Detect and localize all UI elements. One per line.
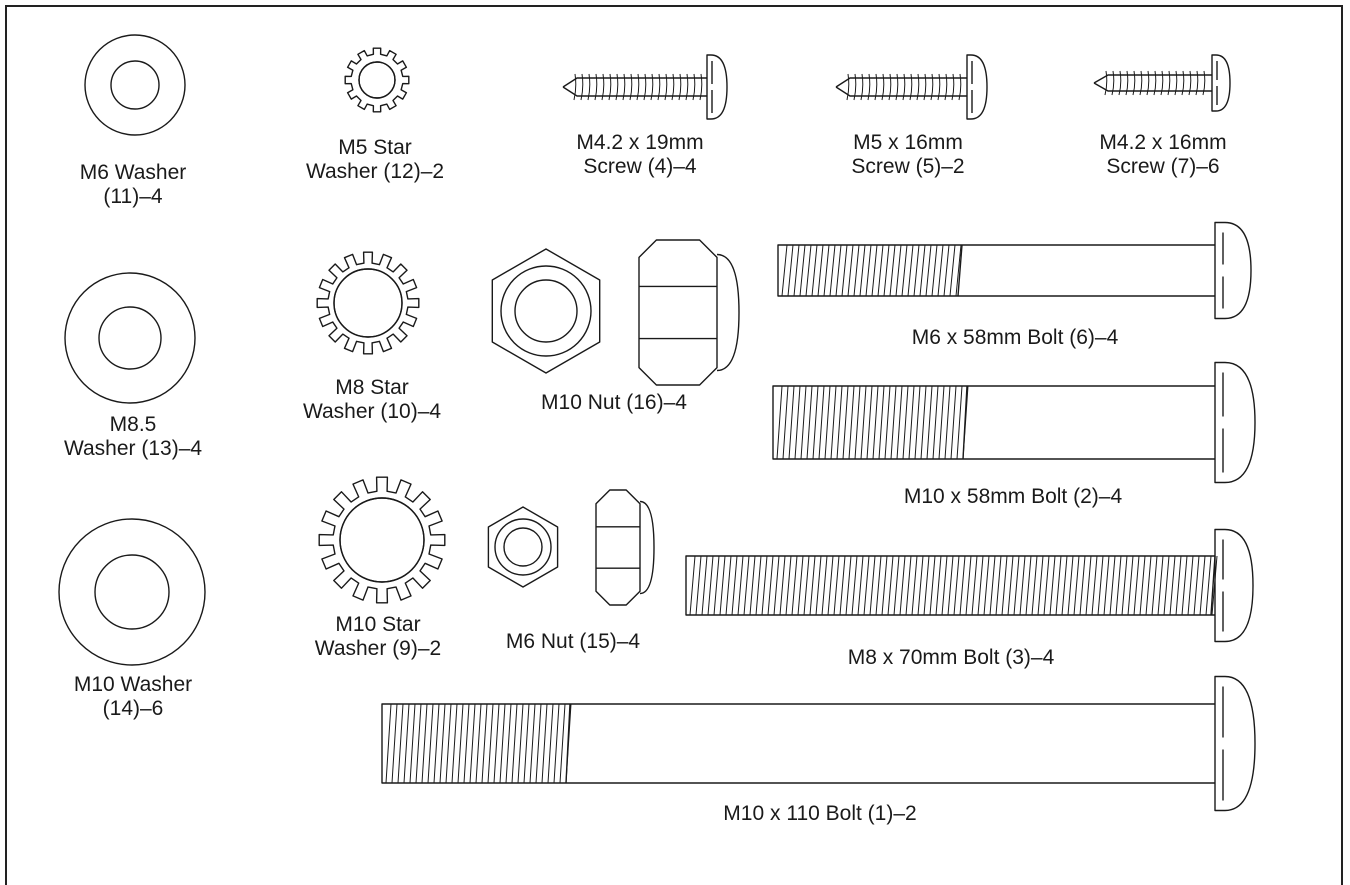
m6-nut-side-drawing — [595, 489, 655, 606]
label-m10-washer: M10 Washer(14)–6 — [73, 673, 193, 720]
m8x70-bolt-drawing — [685, 528, 1254, 643]
m8-star-washer-drawing — [316, 251, 420, 355]
m10-washer-drawing — [58, 518, 206, 666]
m10-star-washer-drawing — [318, 476, 446, 604]
m10x110-bolt-drawing — [381, 675, 1256, 812]
m10x58-bolt-drawing — [772, 361, 1256, 484]
m10-nut-face-drawing — [491, 248, 601, 374]
m5x16-screw-drawing — [835, 54, 988, 120]
m5-star-washer-drawing — [344, 47, 410, 113]
m42x16-screw-drawing — [1093, 54, 1231, 112]
m42x19-screw-drawing — [562, 54, 728, 120]
m6-washer-drawing — [84, 34, 186, 136]
label-m10-nut: M10 Nut (16)–4 — [541, 391, 687, 414]
m10-nut-side-drawing — [638, 239, 740, 386]
label-m8x70-bolt: M8 x 70mm Bolt (3)–4 — [847, 646, 1055, 669]
diagram-frame — [5, 5, 1343, 885]
label-m6x58-bolt: M6 x 58mm Bolt (6)–4 — [911, 326, 1119, 349]
m85-washer-drawing — [64, 272, 196, 404]
label-m10x110-bolt: M10 x 110 Bolt (1)–2 — [723, 802, 917, 825]
m6x58-bolt-drawing — [777, 221, 1252, 320]
label-m10x58-bolt: M10 x 58mm Bolt (2)–4 — [903, 485, 1123, 508]
label-m6-washer: M6 Washer(11)–4 — [79, 161, 187, 208]
m6-nut-face-drawing — [487, 506, 559, 588]
label-m6-nut: M6 Nut (15)–4 — [505, 630, 641, 653]
